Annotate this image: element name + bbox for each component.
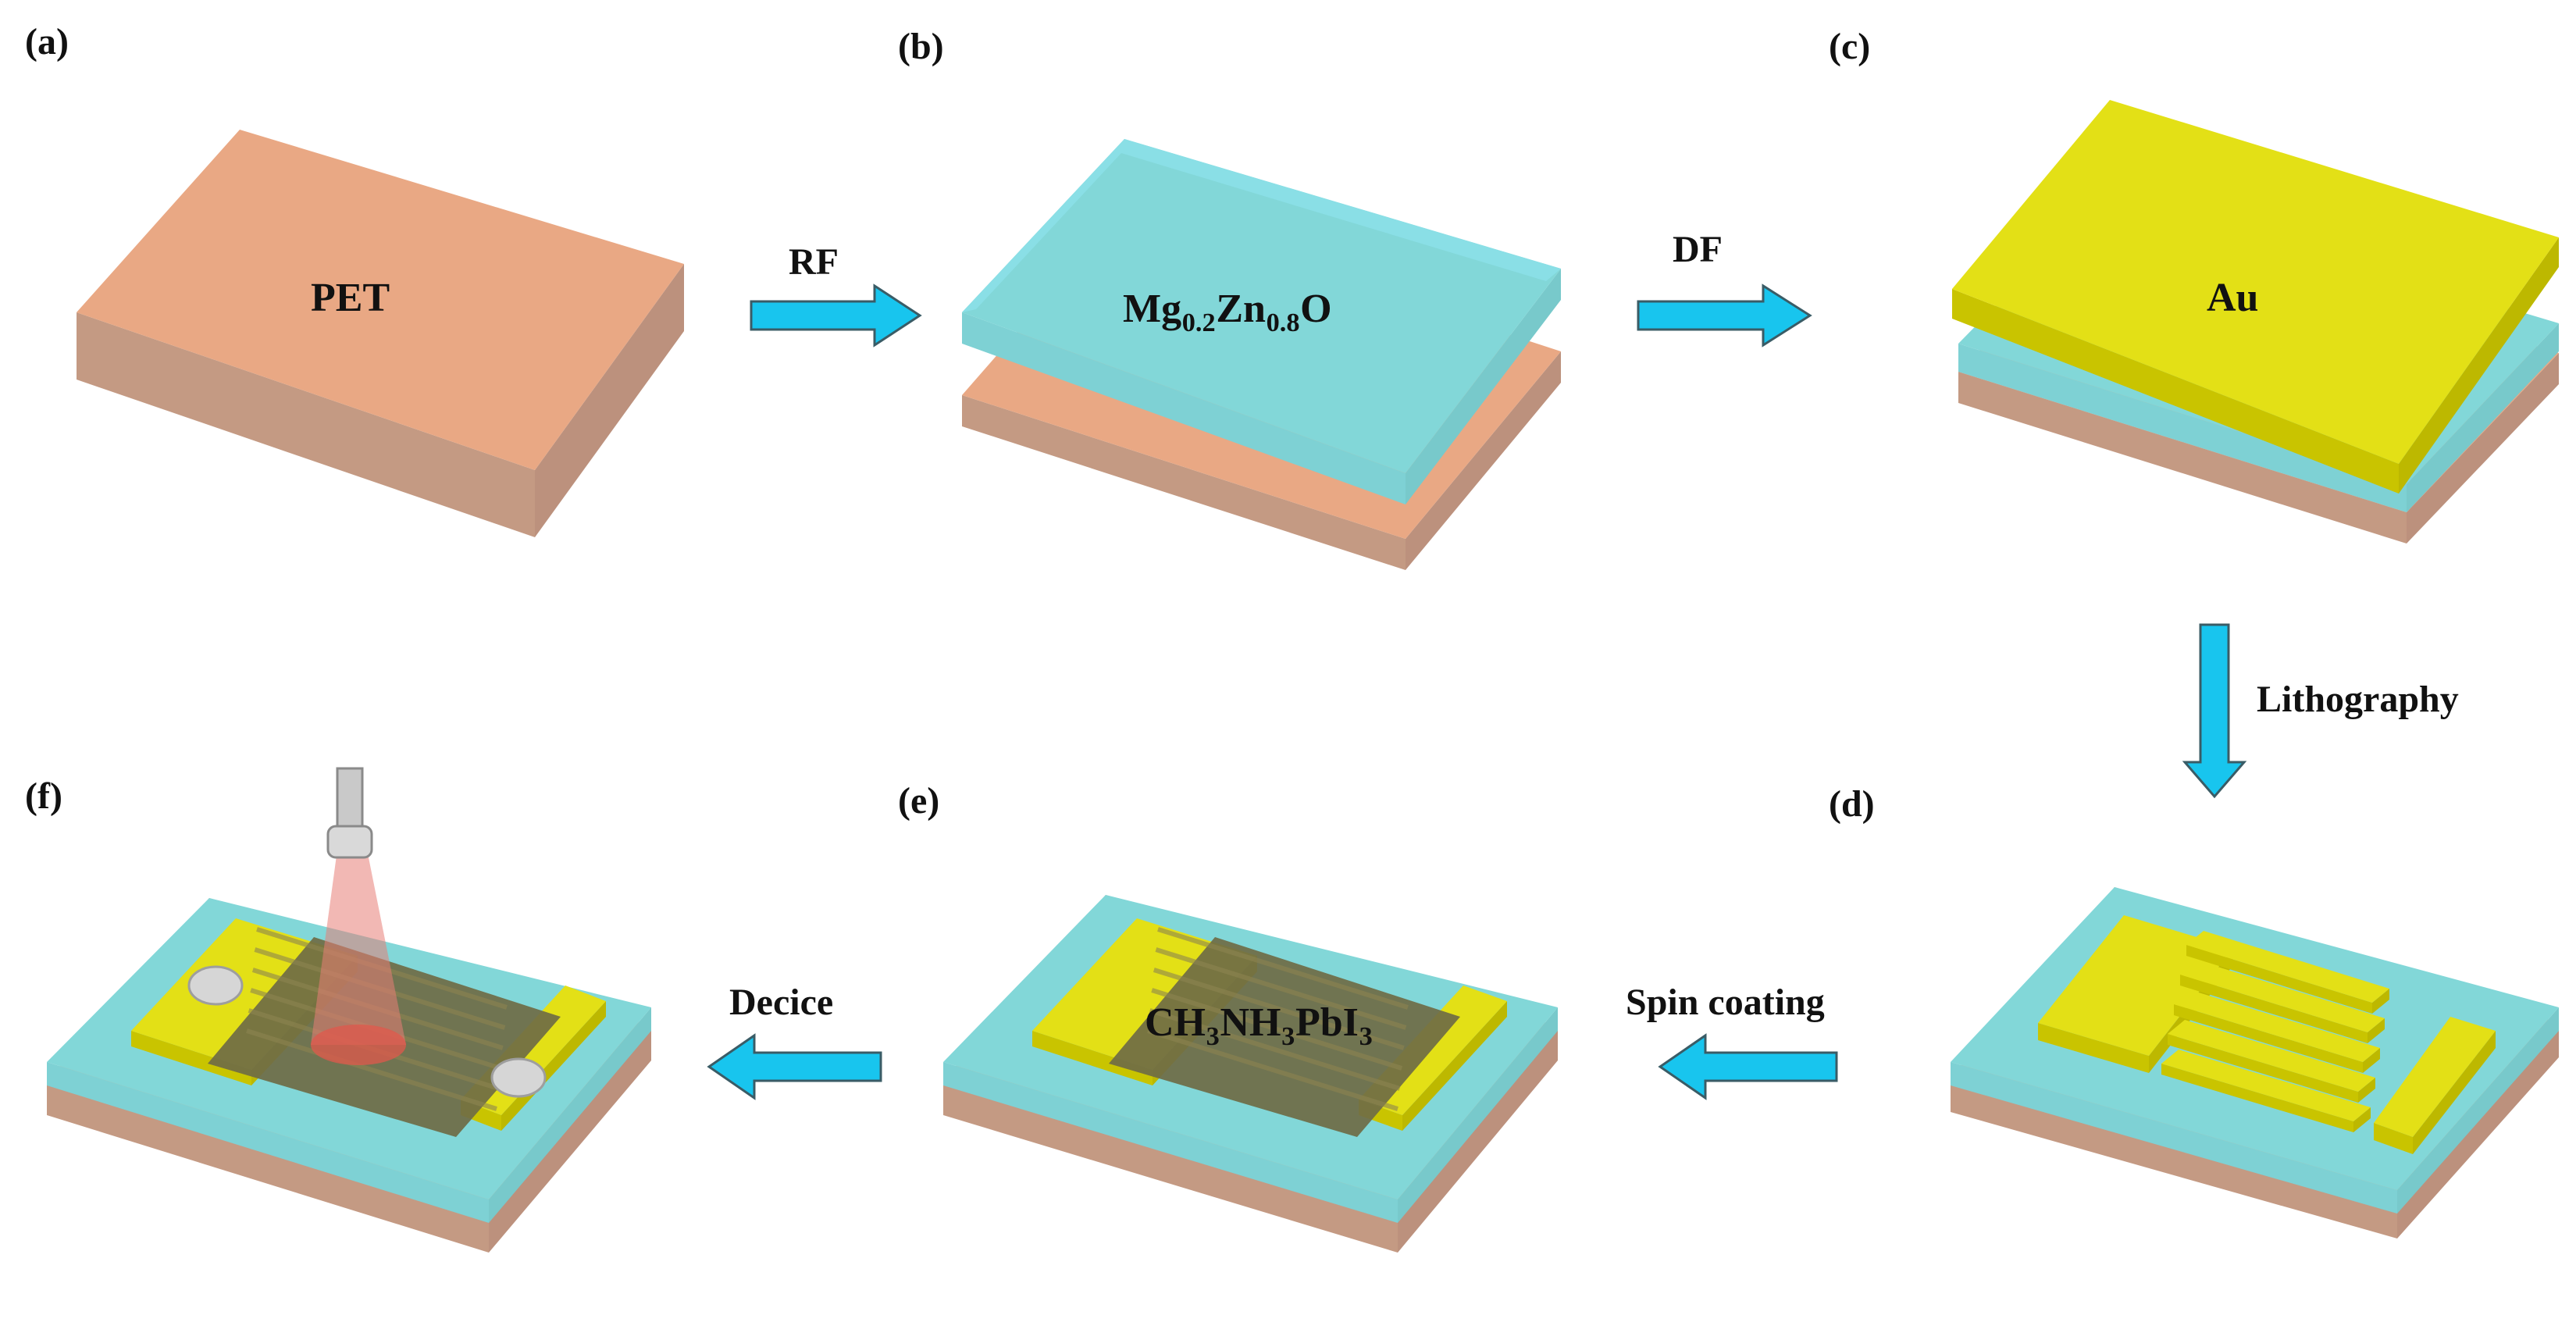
film-stripe-5 <box>1157 927 1409 1010</box>
perovskite-label: CH3NH3PbI3 <box>1145 1000 1373 1051</box>
mgzno-on-pet <box>962 139 1561 570</box>
film-f-stripe-0 <box>246 1028 497 1111</box>
finger-0-front-face <box>2186 945 2372 1014</box>
mgzno-f-front-face <box>47 1062 489 1223</box>
mgzno-d-side-face <box>2397 1007 2559 1214</box>
pad-right-front-face <box>2374 1123 2413 1154</box>
pad-e-right-side-face <box>1402 1001 1507 1131</box>
arrow-df <box>1637 283 1812 348</box>
panel-label-a: (a) <box>25 21 69 62</box>
pad-right-top-face <box>2374 1017 2496 1137</box>
perovskite-device <box>943 895 1558 1253</box>
fiber-head <box>326 825 373 859</box>
pet-top-face <box>77 130 684 470</box>
mgzno-b-top-face <box>962 139 1561 473</box>
panel-label-c: (c) <box>1829 26 1871 67</box>
finger-0-top-face <box>2186 931 2389 1003</box>
finger-2-side-face <box>2363 1048 2380 1073</box>
mgzno-d-front-face <box>1951 1062 2397 1214</box>
film-stripe-4 <box>1155 947 1407 1030</box>
finger-0-side-face <box>2372 989 2389 1014</box>
mgzno-c-front-face <box>1958 344 2407 512</box>
pet-b-side-face <box>1406 351 1561 570</box>
final-device <box>47 767 651 1253</box>
au-label: Au <box>2207 276 2259 320</box>
arrow-lithography <box>2182 623 2247 799</box>
mgzno-b-front-face <box>962 312 1406 504</box>
perovskite-film <box>1109 937 1460 1137</box>
pet-c-side-face <box>2407 353 2559 544</box>
step-label-decice: Decice <box>729 982 834 1023</box>
panel-label-b: (b) <box>898 26 944 67</box>
film-stripe-2 <box>1151 988 1403 1071</box>
pet-d-front-face <box>1951 1078 2397 1239</box>
pet-substrate <box>77 130 684 537</box>
mgzno-f-side-face <box>489 1007 651 1223</box>
film-stripe-0 <box>1147 1028 1398 1111</box>
pad-f-right-side-face <box>501 1001 606 1131</box>
panel-label-f: (f) <box>25 775 62 817</box>
pad-left-top-face <box>2038 915 2233 1056</box>
finger-1-top-face <box>2180 961 2385 1032</box>
au-c-side-face <box>2399 237 2559 494</box>
arrow-rf <box>750 283 922 348</box>
finger-3-side-face <box>2358 1078 2375 1103</box>
contact-right <box>490 1057 547 1098</box>
pet-f-side-face <box>489 1026 651 1253</box>
finger-4-front-face <box>2161 1064 2353 1132</box>
mgzno-label: Mg0.2Zn0.8O <box>1123 287 1332 337</box>
panel-label-d: (d) <box>1829 783 1875 825</box>
step-label-df: DF <box>1673 229 1723 270</box>
pet-label: PET <box>311 276 390 320</box>
mgzno-e-side-face <box>1398 1007 1558 1223</box>
pet-d-side-face <box>2397 1023 2559 1239</box>
mgzno-e-front-face <box>943 1062 1398 1223</box>
contact-left <box>187 965 244 1006</box>
step-label-lithography: Lithography <box>2257 679 2459 720</box>
arrow-spin-coating <box>1658 1033 1838 1100</box>
pet-front-face <box>77 312 535 537</box>
pad-f-left-front-face <box>131 1031 251 1085</box>
finger-2-top-face <box>2174 990 2380 1062</box>
step-label-spin-coating: Spin coating <box>1626 982 1825 1023</box>
film-stripe-1 <box>1149 1008 1401 1091</box>
pet-e-front-face <box>943 1081 1398 1253</box>
au-c-front-face <box>1952 289 2399 494</box>
fiber-stem <box>336 767 364 834</box>
finger-2-front-face <box>2174 1004 2363 1073</box>
finger-3-front-face <box>2168 1034 2358 1103</box>
pet-e-side-face <box>1398 1026 1558 1253</box>
mgzno-c-side-face <box>2407 323 2559 512</box>
film-stripe-3 <box>1153 968 1405 1050</box>
pet-c-front-face <box>1958 372 2407 544</box>
pad-left-front-face <box>2038 1023 2149 1073</box>
pad-e-left-front-face <box>1032 1031 1153 1085</box>
pad-right-side-face <box>2413 1031 2496 1154</box>
finger-4-top-face <box>2161 1050 2371 1121</box>
finger-3-top-face <box>2168 1020 2375 1092</box>
pet-f-front-face <box>47 1081 489 1253</box>
pet-side-face <box>535 264 684 537</box>
light-beam <box>311 850 406 1045</box>
pet-b-front-face <box>962 395 1406 570</box>
step-label-rf: RF <box>789 241 839 283</box>
light-spot <box>311 1025 406 1065</box>
au-stack <box>1952 100 2559 544</box>
interdigitated-electrodes <box>1951 887 2559 1239</box>
finger-1-side-face <box>2368 1018 2385 1043</box>
finger-1-front-face <box>2180 975 2368 1043</box>
arrow-decice <box>707 1033 882 1100</box>
mgzno-b-side-face <box>1406 269 1561 504</box>
finger-4-side-face <box>2353 1107 2371 1132</box>
panel-label-e: (e) <box>898 780 940 822</box>
au-c-top-face <box>1952 100 2559 464</box>
